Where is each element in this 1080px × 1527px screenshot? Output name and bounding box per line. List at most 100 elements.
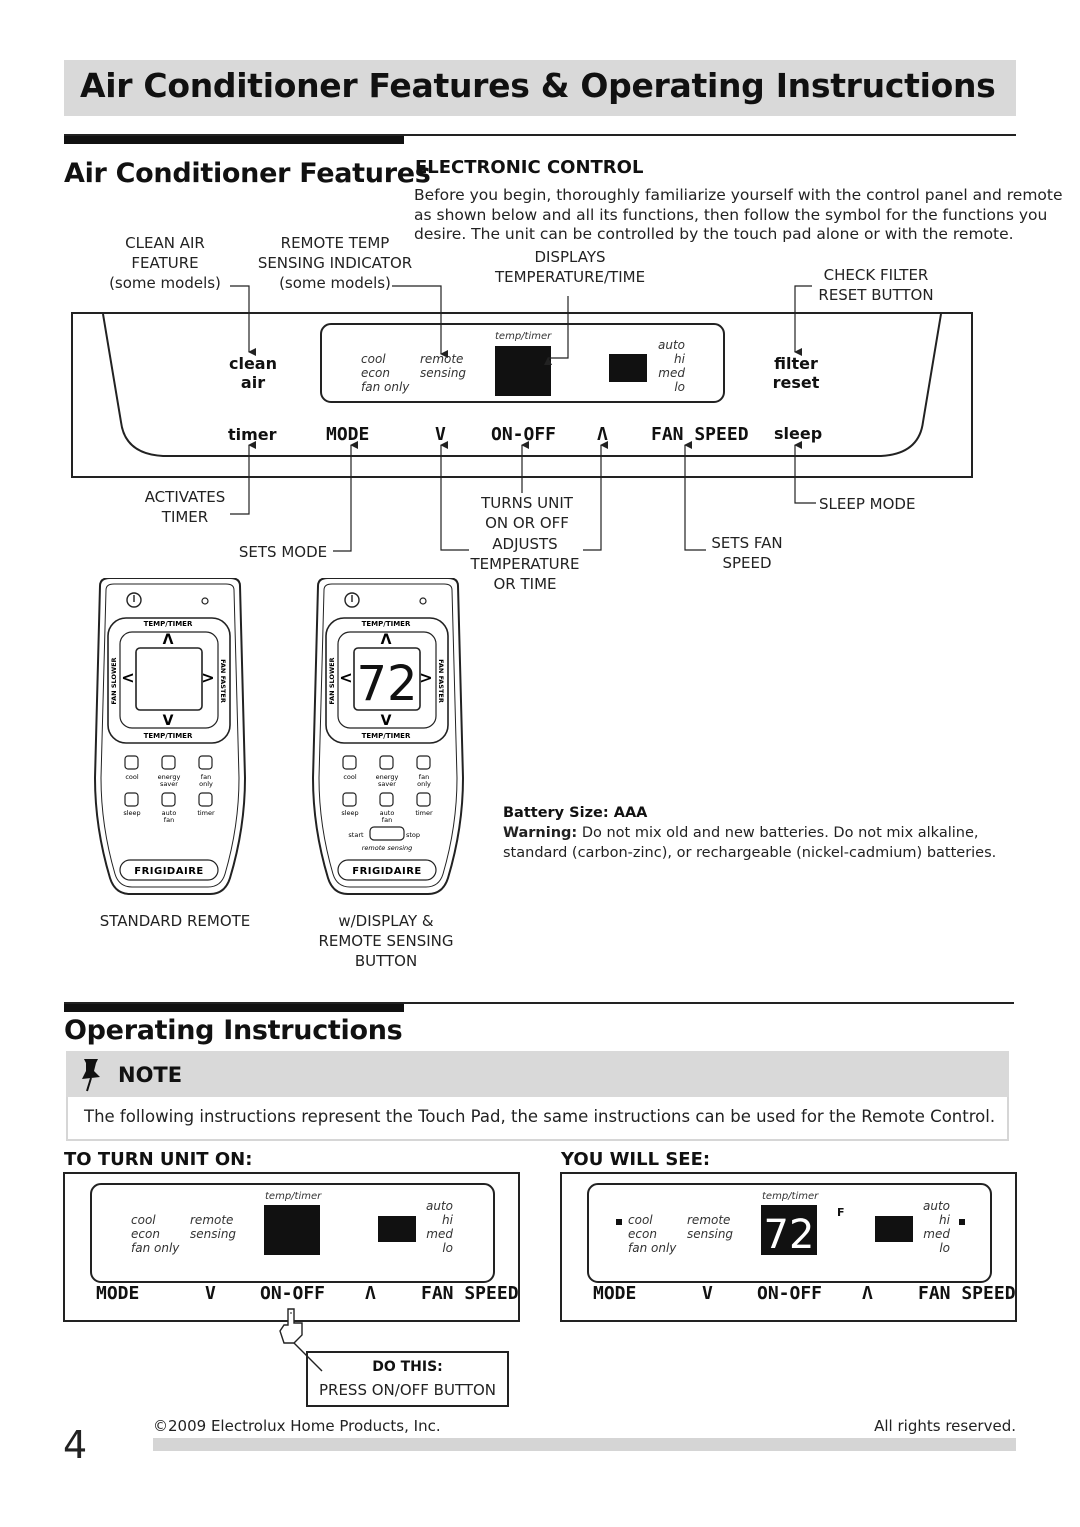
svg-text:fan: fan	[382, 816, 392, 824]
svg-text:72: 72	[356, 656, 417, 712]
note-header: NOTE	[66, 1051, 1009, 1097]
temp-up-button[interactable]: Λ	[862, 1283, 873, 1304]
temp-timer-label: temp/timer	[265, 1191, 322, 1202]
panel-mode-list: cool econ fan only	[361, 352, 410, 394]
svg-text:fan: fan	[164, 816, 174, 824]
rights: All rights reserved.	[874, 1417, 1016, 1435]
temp-up-button[interactable]: Λ	[365, 1283, 376, 1304]
footer-bar	[153, 1438, 1016, 1451]
copyright: ©2009 Electrolux Home Products, Inc.	[153, 1417, 441, 1435]
turn-on-heading: TO TURN UNIT ON:	[64, 1149, 253, 1170]
section-rule-accent	[64, 1004, 404, 1012]
svg-text:cool: cool	[343, 773, 357, 781]
panel-before: temp/timer cool econ fan only remote sen…	[63, 1172, 520, 1322]
callout-check-filter: CHECK FILTER RESET BUTTON	[818, 266, 934, 304]
svg-text:timer: timer	[415, 809, 433, 817]
callout-clean-air: CLEAN AIR FEATURE (some models)	[109, 234, 221, 292]
svg-text:FAN FASTER: FAN FASTER	[219, 659, 227, 703]
remotes-illustration: TEMP/TIMER TEMP/TIMER Λ V < > FAN SLOWER…	[93, 578, 465, 895]
battery-warning: Warning: Do not mix old and new batterie…	[503, 825, 997, 861]
cool-indicator	[616, 1219, 622, 1225]
display-small	[378, 1216, 416, 1242]
filter-reset-button[interactable]: filter reset	[772, 354, 820, 392]
page-title: Air Conditioner Features & Operating Ins…	[80, 66, 996, 105]
svg-text:FAN SLOWER: FAN SLOWER	[328, 657, 336, 704]
svg-text:Λ: Λ	[381, 632, 392, 648]
panel-remote-sensing: remote sensing	[420, 352, 467, 380]
svg-text:<: <	[339, 668, 352, 687]
display-blank	[264, 1205, 320, 1255]
svg-text:stop: stop	[406, 831, 420, 839]
electronic-control-heading: ELECTRONIC CONTROL	[415, 157, 644, 178]
section-rule-accent	[64, 136, 404, 144]
electronic-control-intro: Before you begin, thoroughly familiarize…	[414, 186, 1063, 243]
callout-remote-temp: REMOTE TEMP SENSING INDICATOR (some mode…	[257, 234, 413, 292]
note-label: NOTE	[118, 1063, 183, 1087]
temp-up-button[interactable]: Λ	[597, 424, 608, 445]
svg-text:saver: saver	[160, 780, 178, 788]
mode-button[interactable]: MODE	[96, 1283, 140, 1304]
speed-list: auto hi med lo	[922, 1199, 950, 1255]
hi-indicator	[959, 1219, 965, 1225]
mode-list: cool econ fan only	[131, 1213, 180, 1255]
svg-text:fan: fan	[201, 773, 211, 781]
display-lit	[761, 1205, 817, 1255]
callout-adjusts: ADJUSTS TEMPERATURE OR TIME	[470, 535, 580, 593]
pushpin-icon	[82, 1059, 100, 1092]
features-title: Air Conditioner Features	[64, 158, 431, 189]
svg-text:TEMP/TIMER: TEMP/TIMER	[362, 620, 411, 628]
svg-text:start: start	[348, 831, 364, 839]
fan-speed-button[interactable]: FAN SPEED	[918, 1283, 1016, 1304]
mode-button[interactable]: MODE	[593, 1283, 637, 1304]
svg-text:energy: energy	[158, 773, 181, 781]
do-this-text: PRESS ON/OFF BUTTON	[318, 1381, 497, 1399]
callout-sleep-mode: SLEEP MODE	[819, 495, 916, 513]
svg-text:<: <	[121, 668, 134, 687]
mode-button[interactable]: MODE	[326, 424, 370, 445]
svg-text:only: only	[417, 780, 431, 788]
clean-air-button[interactable]: clean air	[228, 354, 277, 392]
callout-sets-mode: SETS MODE	[238, 543, 328, 561]
section-rule	[64, 134, 1016, 136]
svg-text:V: V	[381, 713, 392, 729]
on-off-button[interactable]: ON-OFF	[757, 1283, 823, 1304]
speed-list: auto hi med lo	[425, 1199, 453, 1255]
battery-size: Battery Size: AAA	[503, 805, 648, 821]
mode-list: cool econ fan only	[628, 1213, 677, 1255]
pointing-hand-icon	[279, 1308, 323, 1372]
standard-remote-caption: STANDARD REMOTE	[99, 912, 251, 930]
display-remote-caption: w/DISPLAY & REMOTE SENSING BUTTON	[318, 912, 454, 970]
callout-turns-unit: TURNS UNIT ON OR OFF	[481, 494, 573, 532]
svg-text:auto: auto	[380, 809, 395, 817]
svg-text:F: F	[837, 1206, 845, 1219]
temp-down-button[interactable]: V	[435, 424, 446, 445]
you-will-see-heading: YOU WILL SEE:	[561, 1149, 711, 1170]
temp-down-button[interactable]: V	[702, 1283, 713, 1304]
temp-down-button[interactable]: V	[205, 1283, 216, 1304]
fan-speed-button[interactable]: FAN SPEED	[421, 1283, 519, 1304]
panel-display-large	[495, 346, 551, 396]
panel-temp-timer-label: temp/timer	[495, 331, 552, 342]
svg-text:auto: auto	[162, 809, 177, 817]
svg-text:timer: timer	[197, 809, 215, 817]
note-body: The following instructions represent the…	[66, 1097, 1009, 1141]
sleep-button[interactable]: sleep	[774, 424, 823, 443]
svg-text:FRIGIDAIRE: FRIGIDAIRE	[134, 866, 203, 877]
svg-text:fan: fan	[419, 773, 429, 781]
fan-speed-button[interactable]: FAN SPEED	[651, 424, 749, 445]
remote-sensing-label: remote sensing	[190, 1213, 237, 1241]
svg-text:Λ: Λ	[163, 632, 174, 648]
display-small	[875, 1216, 913, 1242]
svg-text:V: V	[163, 713, 174, 729]
on-off-button[interactable]: ON-OFF	[491, 424, 557, 445]
do-this-label: DO THIS:	[372, 1359, 443, 1375]
svg-text:>: >	[419, 668, 432, 687]
section-rule	[64, 1002, 1014, 1004]
timer-button[interactable]: timer	[228, 425, 277, 444]
callout-activates-timer: ACTIVATES TIMER	[144, 488, 226, 526]
on-off-button[interactable]: ON-OFF	[260, 1283, 326, 1304]
svg-text:TEMP/TIMER: TEMP/TIMER	[144, 732, 193, 740]
callout-leaders	[230, 285, 816, 552]
svg-text:72: 72	[764, 1212, 815, 1258]
note-text: The following instructions represent the…	[84, 1107, 996, 1126]
